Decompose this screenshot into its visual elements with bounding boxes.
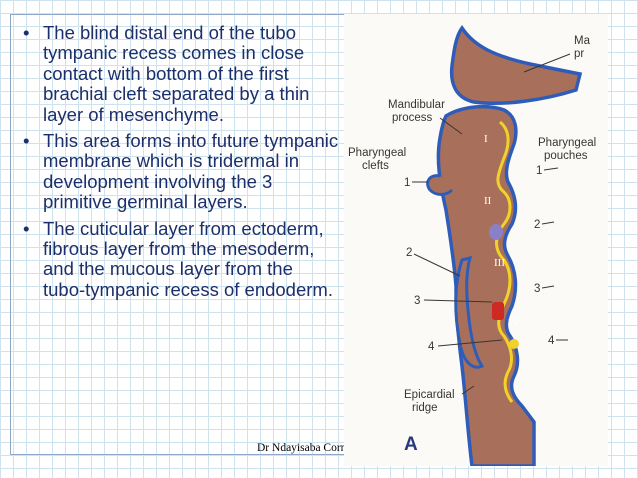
- red-spot: [492, 302, 504, 320]
- bullet-text: The cuticular layer from ectoderm, fibro…: [43, 217, 333, 300]
- yellow-spot: [509, 339, 519, 349]
- leader-line: [543, 167, 559, 171]
- bullet-item: • This area forms into future tympanic m…: [21, 130, 339, 213]
- label-pouches-1: Pharyngeal: [538, 137, 596, 149]
- pouch-number-4: 4: [548, 335, 555, 347]
- pharyngeal-arches-body: [436, 104, 536, 466]
- leader-line: [437, 339, 503, 347]
- leader-line: [541, 221, 555, 225]
- leader-line: [413, 253, 461, 277]
- purple-spot: [489, 224, 503, 240]
- bullet-text: This area forms into future tympanic mem…: [43, 130, 339, 213]
- leader-line: [461, 385, 475, 395]
- label-clefts-2: clefts: [362, 160, 389, 172]
- leader-line: [541, 285, 555, 289]
- leader-line: [423, 299, 493, 303]
- bullet-dot: •: [23, 130, 30, 152]
- maxillary-process-shape: [449, 24, 583, 105]
- leader-line: [439, 117, 463, 135]
- text-panel: • The blind distal end of the tubo tympa…: [10, 14, 346, 455]
- bullet-dot: •: [23, 22, 30, 43]
- cervical-sinus-fold: [454, 255, 485, 369]
- leader-line: [523, 53, 571, 73]
- arch-label-4: IV: [508, 317, 520, 329]
- figure-letter: A: [404, 434, 418, 455]
- cleft-number-4: 4: [428, 341, 435, 353]
- label-mandibular-1: Mandibular: [388, 99, 445, 111]
- author-credit: Dr Ndayisaba Corneille: [257, 442, 367, 454]
- bullet-text: The blind distal end of the tubo tympani…: [43, 22, 310, 125]
- label-clefts-1: Pharyngeal: [348, 147, 406, 159]
- embryology-figure: I II III IV Ma pr Mandibular process Pha…: [344, 14, 608, 466]
- bullet-item: • The blind distal end of the tubo tympa…: [21, 22, 339, 125]
- pouch-number-3: 3: [534, 283, 540, 295]
- pouch-number-2: 2: [534, 219, 540, 231]
- arch-label-1: I: [484, 133, 488, 145]
- first-cleft-shape: [426, 174, 454, 196]
- cleft-number-2: 2: [406, 247, 412, 259]
- arch-label-2: II: [484, 195, 492, 207]
- bullet-dot: •: [23, 217, 30, 239]
- label-epicardial-2: ridge: [412, 402, 438, 414]
- label-pouches-2: pouches: [544, 150, 588, 162]
- label-top-right-1: Ma: [574, 35, 591, 47]
- cleft-number-3: 3: [414, 295, 420, 307]
- pharyngeal-arches-diagram: I II III IV Ma pr Mandibular process Pha…: [344, 14, 608, 466]
- cleft-number-1: 1: [404, 177, 410, 189]
- label-mandibular-2: process: [392, 112, 433, 124]
- label-top-right-2: pr: [574, 48, 584, 60]
- pouch-number-1: 1: [536, 165, 542, 177]
- label-epicardial-1: Epicardial: [404, 389, 455, 401]
- arch-label-3: III: [494, 257, 505, 269]
- bullet-item: • The cuticular layer from ectoderm, fib…: [21, 217, 339, 301]
- bullet-list: • The blind distal end of the tubo tympa…: [21, 22, 339, 306]
- endoderm-lining: [495, 120, 514, 403]
